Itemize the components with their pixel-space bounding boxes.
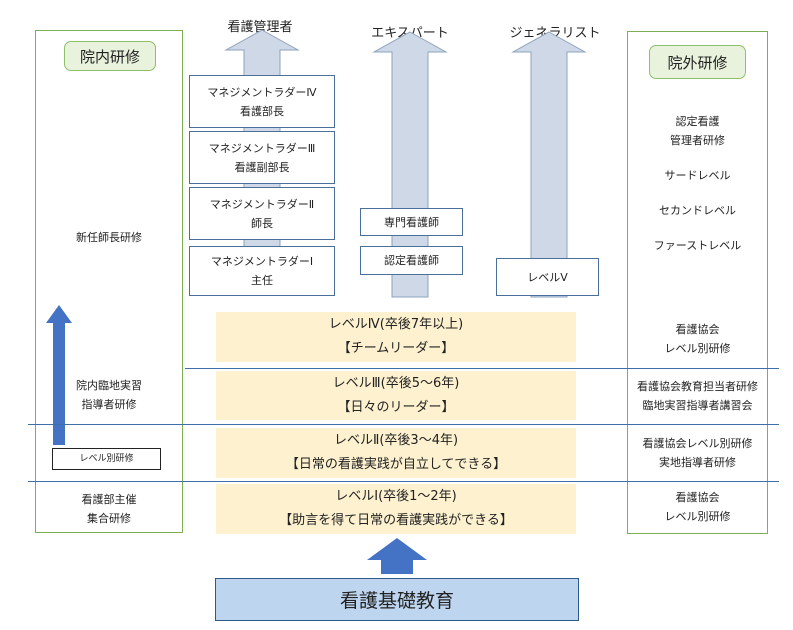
level-3-name: レベルⅢ(卒後5～6年) (332, 375, 460, 391)
level-3-role: 【日々のリーダー】 (337, 399, 455, 415)
level-1-role: 【助言を得て日常の看護実践ができる】 (279, 513, 513, 528)
foundation-box: 看護基礎教育 (215, 578, 579, 621)
external-row-1: 看護協会 レベル別研修 (664, 491, 731, 523)
generalist-arrow (511, 31, 587, 298)
external-training-panel (627, 31, 768, 534)
divider-line (185, 368, 779, 369)
management-ladder-3: マネジメントラダーⅢ 看護副部長 (189, 131, 335, 184)
internal-level-training-box: レベル別研修 (52, 448, 161, 470)
generalist-level-5-box: レベルⅤ (496, 258, 599, 296)
expert-box-specialist: 専門看護師 (360, 208, 463, 236)
management-ladder-4: マネジメントラダーⅣ 看護部長 (189, 75, 335, 128)
internal-item-new-head-nurse: 新任師長研修 (76, 231, 142, 244)
level-4-name: レベルⅣ(卒後7年以上) (328, 317, 464, 332)
external-row-4: 看護協会 レベル別研修 (664, 323, 731, 355)
level-2-name: レベルⅡ(卒後3～4年) (333, 433, 459, 448)
column-label-management: 看護管理者 (227, 20, 293, 35)
external-row-2: 看護協会レベル別研修 実地指導者研修 (642, 437, 753, 469)
divider-line (28, 424, 779, 425)
internal-item-clinical-instructor: 院内臨地実習 指導者研修 (76, 379, 142, 411)
level-1-name: レベルⅠ(卒後1～2年) (335, 489, 457, 504)
internal-training-title: 院内研修 (64, 41, 156, 71)
level-2-block: レベルⅡ(卒後3～4年) 【日常の看護実践が自立してできる】 (216, 428, 576, 478)
external-training-title: 院外研修 (649, 45, 746, 79)
expert-box-certified: 認定看護師 (360, 246, 463, 275)
external-first-level: ファーストレベル (653, 239, 742, 252)
management-ladder-2: マネジメントラダーⅡ 師長 (189, 187, 335, 240)
level-4-block: レベルⅣ(卒後7年以上) 【チームリーダー】 (216, 312, 576, 362)
level-1-block: レベルⅠ(卒後1～2年) 【助言を得て日常の看護実践ができる】 (216, 484, 576, 534)
level-3-block: レベルⅢ(卒後5～6年) 【日々のリーダー】 (216, 371, 576, 420)
external-row-3: 看護協会教育担当者研修 臨地実習指導者講習会 (637, 380, 758, 412)
external-second-level: セカンドレベル (659, 204, 736, 217)
external-certified-admin: 認定看護 管理者研修 (670, 115, 725, 147)
management-ladder-1: マネジメントラダーⅠ 主任 (189, 246, 335, 296)
column-label-generalist: ジェネラリスト (509, 26, 601, 41)
foundation-up-arrow (367, 538, 427, 574)
divider-line (28, 481, 779, 482)
level-4-role: 【チームリーダー】 (337, 341, 455, 356)
external-third-level: サードレベル (664, 169, 731, 182)
internal-item-group-training: 看護部主催 集合研修 (81, 493, 137, 525)
blue-up-arrow (46, 305, 72, 445)
level-2-role: 【日常の看護実践が自立してできる】 (285, 457, 507, 472)
